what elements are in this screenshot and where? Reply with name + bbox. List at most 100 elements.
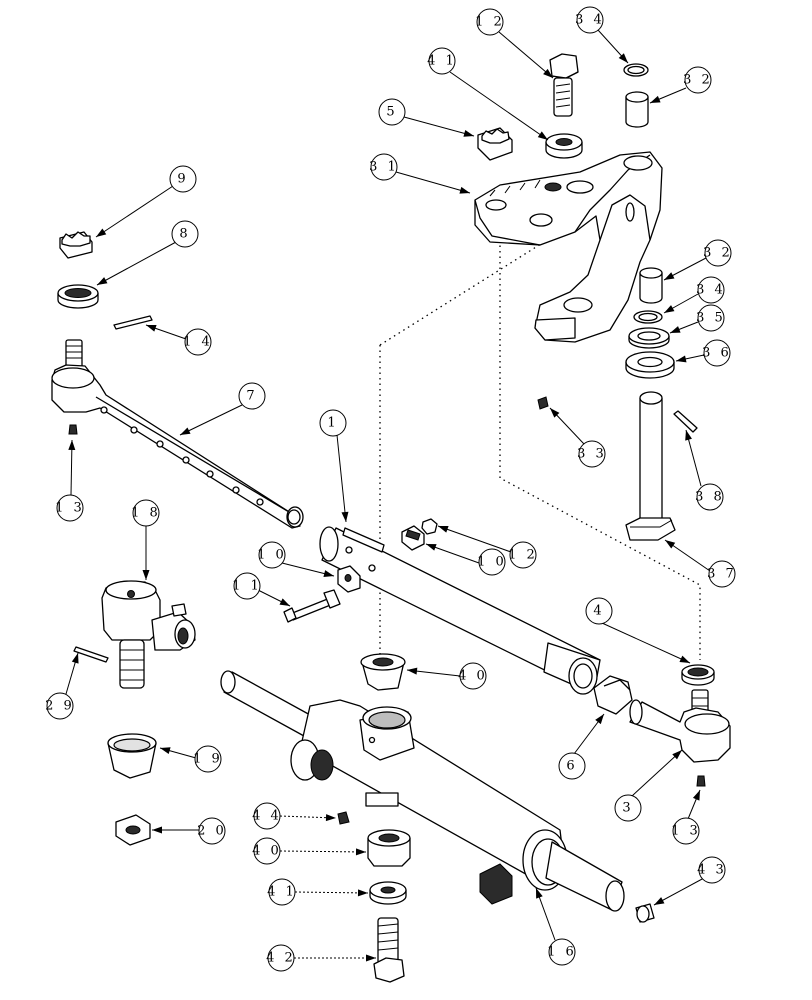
svg-text:1 6: 1 6 (547, 945, 577, 960)
callout-3: 3 2 (683, 66, 713, 94)
part-32-top-bushing (625, 91, 649, 128)
part-36-washer (625, 351, 675, 379)
part-43-plug (635, 903, 655, 923)
leader-arrowhead-0 (543, 68, 553, 78)
callout-16: 1 3 (55, 494, 84, 522)
callout-32: 1 3 (671, 817, 701, 845)
leader-arrowhead-35 (357, 889, 368, 897)
part-35-washer (628, 327, 670, 349)
leader-line-35 (294, 891, 369, 894)
leader-arrowhead-21 (685, 430, 692, 441)
callout-labels: 1 2 4 1 3 4 3 2 5 3 1 9 8 1 4 7 3 2 3 4 … (45, 6, 737, 972)
svg-text:3 6: 3 6 (702, 346, 732, 361)
leader-arrowhead-3 (650, 95, 661, 103)
leader-arrowhead-2 (618, 53, 628, 63)
callout-17: 1 8 (131, 499, 160, 527)
svg-text:2 9: 2 9 (45, 699, 75, 714)
leader-line-9 (179, 404, 243, 436)
part-31-steering-knuckle (474, 151, 663, 343)
svg-text:2 0: 2 0 (197, 824, 227, 839)
callout-9: 7 (238, 382, 266, 410)
svg-text:4 1: 4 1 (427, 54, 457, 69)
leader-arrowhead-29 (672, 750, 682, 760)
leader-arrowhead-30 (152, 826, 162, 834)
callout-1: 4 1 (427, 47, 457, 75)
leader-lines (65, 29, 711, 962)
part-18-tie-rod-end (101, 580, 196, 689)
callout-11: 3 4 (696, 276, 725, 304)
svg-text:1 2: 1 2 (508, 548, 538, 563)
part-13-grease-fitting-left (68, 424, 78, 435)
leader-line-33 (279, 850, 367, 853)
svg-text:1 4: 1 4 (183, 335, 213, 350)
part-4-seal (681, 664, 715, 686)
svg-text:3 3: 3 3 (577, 447, 607, 462)
callout-21: 3 8 (695, 483, 725, 511)
leader-arrowhead-16 (68, 440, 76, 451)
leader-arrowhead-36 (536, 888, 543, 899)
part-7-tie-rod (51, 339, 304, 529)
svg-text:1 9: 1 9 (193, 752, 223, 767)
leader-arrowhead-11 (664, 305, 675, 313)
part-42-lower-bolt (373, 917, 405, 983)
leader-arrowhead-19 (426, 544, 437, 551)
part-11-bolt (283, 589, 341, 623)
leader-arrowhead-7 (97, 277, 108, 285)
callout-30: 2 0 (197, 817, 227, 845)
svg-text:4 2: 4 2 (266, 951, 296, 966)
part-29-cotter-pin (73, 646, 109, 663)
svg-text:3 7: 3 7 (707, 567, 737, 582)
leader-line-1 (449, 71, 549, 141)
callout-37: 4 2 (266, 944, 296, 972)
svg-text:1 1: 1 1 (232, 579, 262, 594)
svg-text:1 0: 1 0 (257, 548, 287, 563)
part-42-top-bolt (549, 53, 579, 117)
part-16-axle-cylinder (220, 670, 625, 912)
callout-5: 3 1 (369, 153, 399, 181)
svg-text:3 1: 3 1 (369, 160, 399, 175)
part-38-roll-pin (673, 410, 698, 433)
callout-29: 3 (614, 794, 642, 822)
leader-line-24 (601, 622, 691, 664)
part-37-king-pin (625, 391, 676, 541)
leader-arrowhead-8 (146, 325, 157, 332)
leader-arrowhead-1 (537, 131, 548, 140)
svg-text:3 2: 3 2 (683, 73, 713, 88)
leader-line-15 (336, 434, 347, 523)
callout-27: 1 9 (193, 745, 223, 773)
leader-line-7 (96, 241, 177, 286)
callout-4: 5 (378, 98, 406, 126)
leader-arrowhead-27 (160, 747, 171, 755)
svg-text:1 3: 1 3 (671, 824, 701, 839)
part-44-grease-fitting (337, 811, 350, 825)
leader-arrowhead-17 (142, 570, 150, 580)
leader-arrowhead-25 (71, 653, 79, 664)
leader-arrowhead-22 (279, 598, 290, 606)
callout-12: 3 5 (696, 304, 725, 332)
svg-text:3 2: 3 2 (703, 246, 733, 261)
part-12-nut (421, 518, 438, 535)
part-1-tie-rod-tube (319, 526, 601, 695)
leader-line-6 (95, 185, 174, 238)
leader-line-0 (498, 31, 554, 79)
callout-13: 3 6 (702, 339, 732, 367)
part-9-castle-nut (59, 231, 93, 259)
callout-23: 3 7 (707, 560, 737, 588)
callout-19: 1 0 (477, 548, 506, 576)
part-10-clamp-lower (337, 565, 361, 593)
part-32-lower-bushing (639, 267, 663, 304)
part-41-lower-washer (369, 881, 407, 905)
part-10-clamp-upper (401, 525, 425, 551)
svg-text:5: 5 (386, 105, 397, 120)
leader-arrowhead-20 (438, 526, 449, 533)
part-6-nut (593, 675, 633, 715)
part-5-castle-nut (477, 127, 513, 161)
part-20-castle-nut (115, 814, 151, 846)
leader-arrowhead-32 (692, 790, 700, 801)
svg-text:3 8: 3 8 (695, 490, 725, 505)
callout-34: 4 3 (697, 856, 727, 884)
svg-text:3 4: 3 4 (575, 13, 605, 28)
callout-6: 9 (169, 165, 197, 193)
alignment-lines (379, 231, 701, 660)
svg-text:4 3: 4 3 (697, 863, 727, 878)
